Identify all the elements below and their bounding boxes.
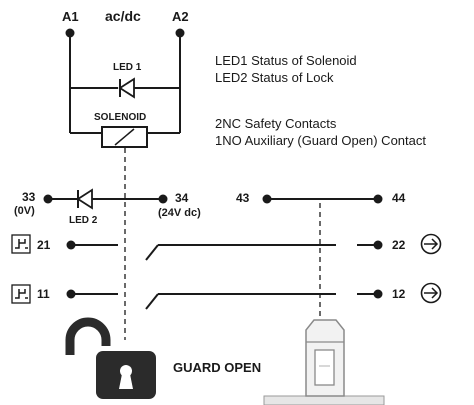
led2-diode — [76, 188, 93, 210]
legend-line-nc: 2NC Safety Contacts — [215, 116, 337, 131]
arrow-right-circle-icon — [420, 282, 442, 304]
terminal-22 — [373, 240, 383, 250]
terminal-44 — [373, 194, 383, 204]
actuator-key-icon — [263, 319, 385, 405]
terminal-34-label: 34 — [175, 191, 189, 205]
supply-label: ac/dc — [105, 8, 141, 24]
terminal-a1-label: A1 — [62, 9, 79, 24]
terminal-12-label: 12 — [392, 287, 406, 301]
terminal-34-note: (24V dc) — [158, 207, 201, 219]
terminal-12 — [373, 289, 383, 299]
legend-line-led2: LED2 Status of Lock — [215, 70, 334, 85]
solenoid-circuit-wires — [69, 33, 181, 134]
terminal-33-label: 33 — [22, 190, 36, 204]
guard-open-label: GUARD OPEN — [173, 360, 261, 375]
nc-contact-symbol-icon — [11, 234, 31, 254]
padlock-open-icon — [65, 317, 156, 399]
arrow-right-circle-icon — [420, 233, 442, 255]
terminal-21-label: 21 — [37, 238, 51, 252]
terminal-a2-label: A2 — [172, 9, 189, 24]
terminal-43-label: 43 — [236, 191, 250, 205]
led1-diode — [118, 77, 135, 99]
led1-label: LED 1 — [113, 62, 142, 73]
led2-label: LED 2 — [69, 215, 98, 226]
contact-21-22-lines — [71, 244, 378, 261]
legend-line-led1: LED1 Status of Solenoid — [215, 53, 357, 68]
contact-11-12-lines — [71, 293, 378, 310]
terminal-34 — [158, 194, 168, 204]
terminal-22-label: 22 — [392, 238, 406, 252]
legend: LED1 Status of Solenoid LED2 Status of L… — [215, 53, 426, 148]
terminal-11-label: 11 — [37, 287, 50, 301]
solenoid-label: SOLENOID — [94, 112, 146, 123]
legend-line-no: 1NO Auxiliary (Guard Open) Contact — [215, 133, 426, 148]
terminal-44-label: 44 — [392, 191, 406, 205]
solenoid-coil — [101, 126, 148, 148]
terminal-33-note: (0V) — [14, 205, 35, 217]
nc-contact-symbol-icon — [11, 284, 31, 304]
